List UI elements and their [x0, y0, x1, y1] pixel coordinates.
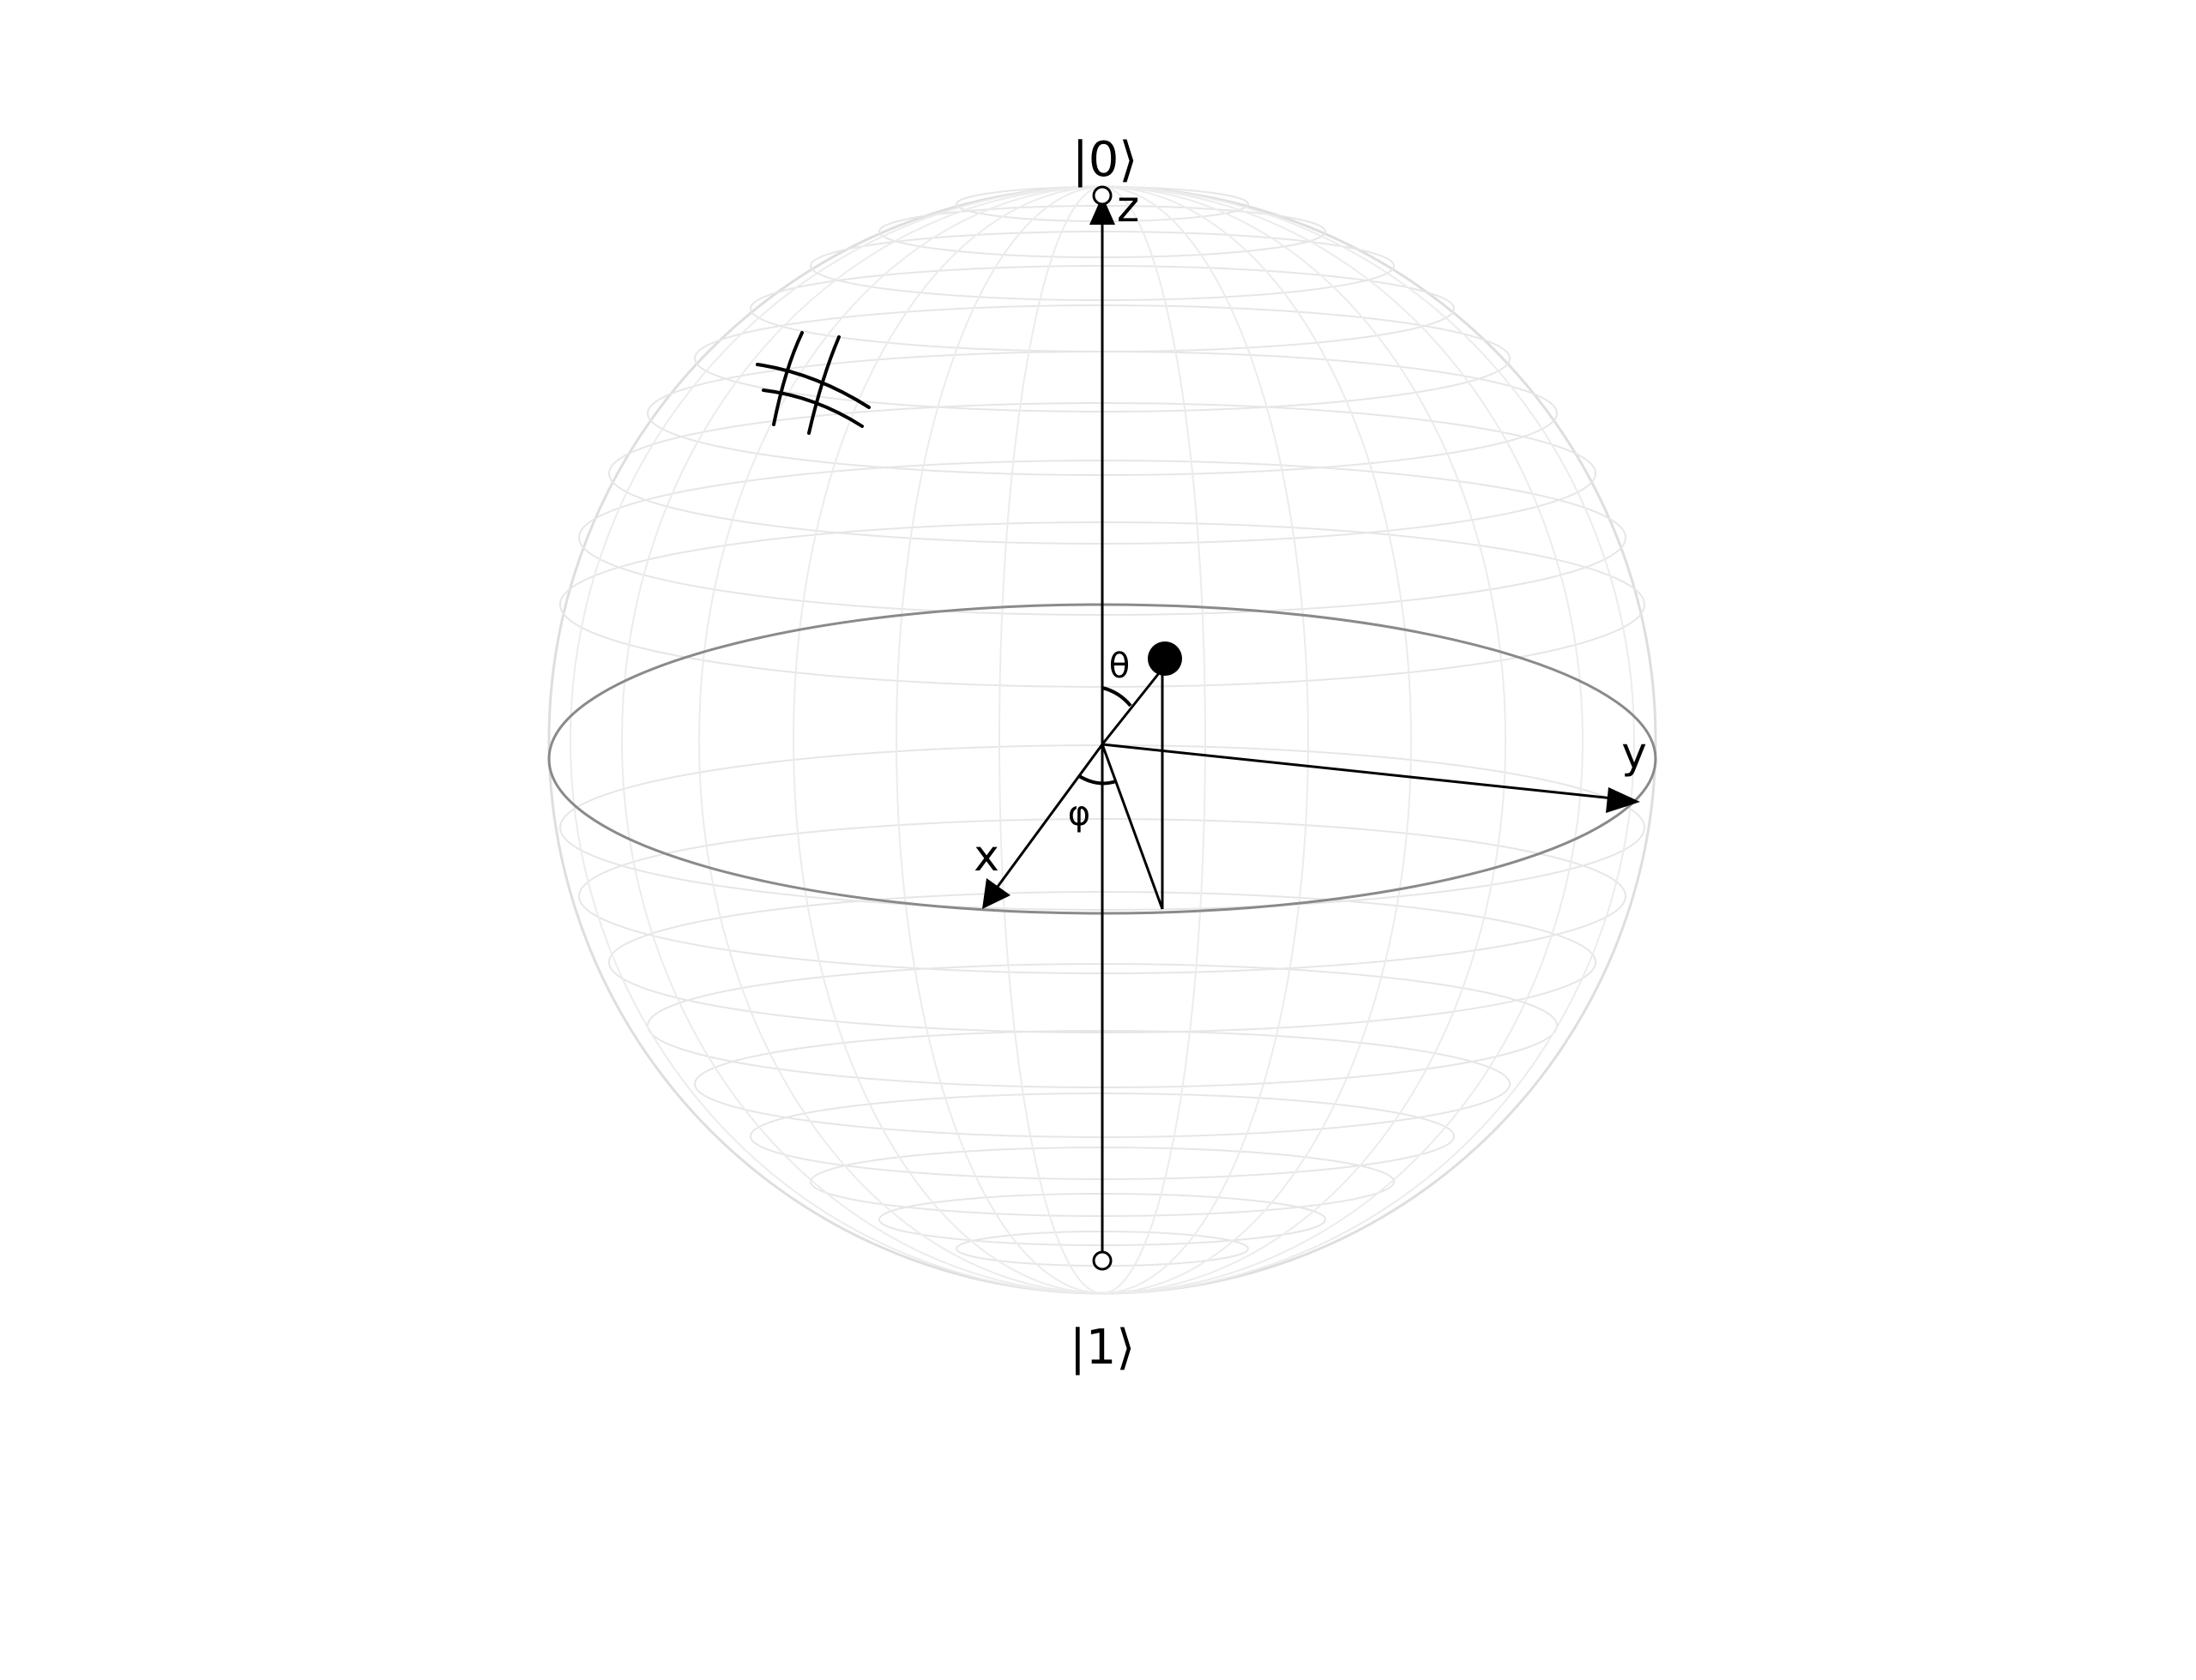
ket-one-label: |1⟩ — [1070, 1320, 1135, 1376]
state-point — [1148, 641, 1182, 676]
theta-label: θ — [1109, 647, 1130, 686]
state-vector — [1101, 668, 1164, 745]
ket-zero-label: |0⟩ — [1072, 132, 1137, 188]
hash-sketch-icon — [756, 331, 871, 435]
phi-label: φ — [1068, 794, 1090, 834]
x-axis-label: x — [974, 831, 999, 881]
y-axis-label: y — [1621, 728, 1647, 778]
projection-equatorial — [1101, 744, 1164, 910]
north-pole-marker — [1092, 185, 1113, 206]
x-axis-arrowhead — [982, 878, 1011, 909]
z-axis-arrowhead — [1089, 196, 1115, 225]
x-axis-line — [993, 744, 1104, 891]
south-pole-marker — [1092, 1250, 1113, 1271]
y-axis-line — [1101, 743, 1622, 801]
phi-arc — [1077, 774, 1117, 786]
theta-arc — [1101, 686, 1132, 708]
y-axis-arrowhead — [1606, 787, 1640, 813]
z-axis-label: z — [1117, 182, 1139, 232]
